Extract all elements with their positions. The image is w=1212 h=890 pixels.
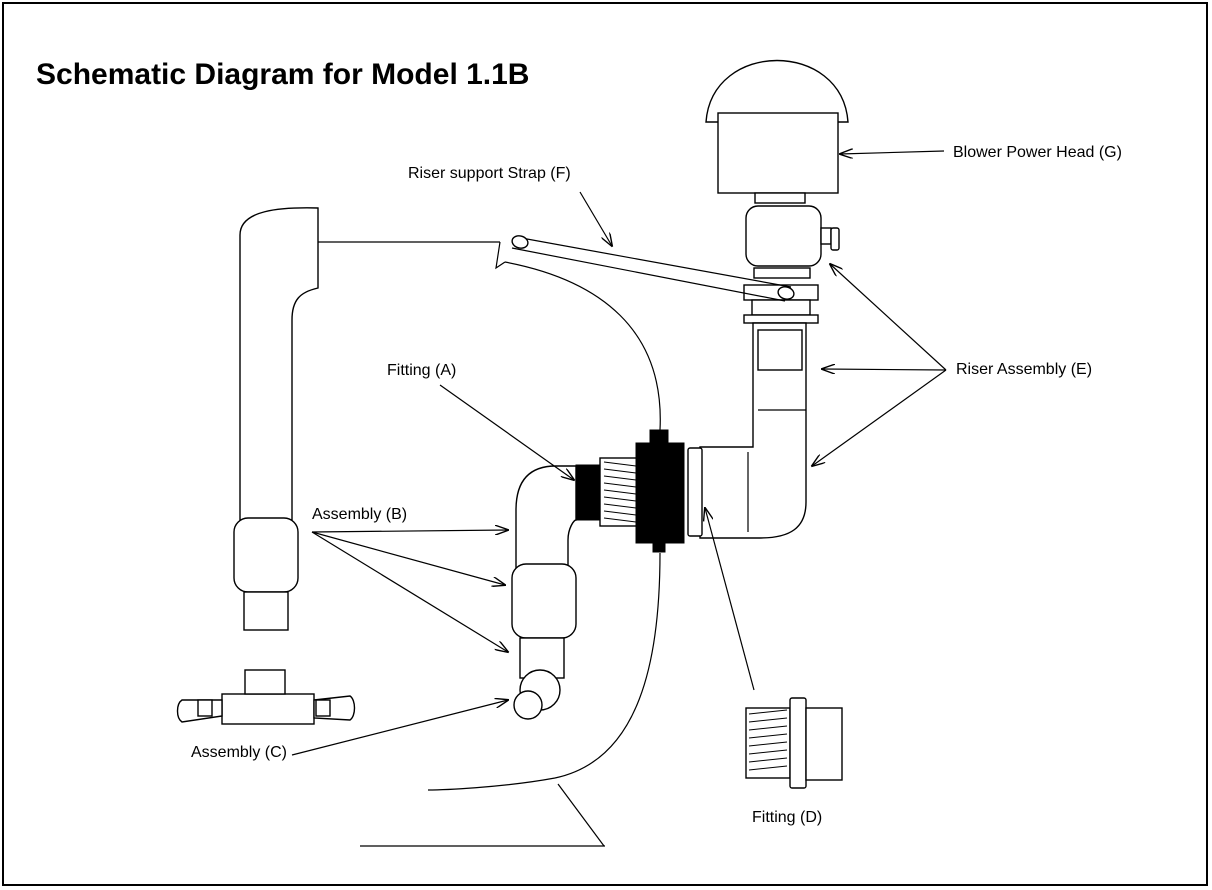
label-assembly-b: Assembly (B) (312, 506, 407, 523)
assembly-c (176, 669, 356, 725)
riser-assembly (699, 205, 840, 539)
fitting-d-exploded (745, 697, 843, 789)
label-blower-power-head: Blower Power Head (G) (953, 144, 1122, 161)
label-riser-assembly: Riser Assembly (E) (956, 361, 1092, 378)
label-fitting-a: Fitting (A) (387, 362, 456, 379)
label-fitting-d: Fitting (D) (752, 809, 822, 826)
blower-power-head (705, 59, 849, 204)
tank-outline (290, 241, 661, 847)
diagram-title: Schematic Diagram for Model 1.1B (36, 58, 530, 91)
label-riser-support-strap: Riser support Strap (F) (408, 165, 571, 182)
assembly-b-exploded (233, 207, 319, 631)
riser-support-strap (511, 235, 795, 302)
leader-arrows (291, 151, 947, 756)
label-assembly-c: Assembly (C) (191, 744, 287, 761)
pipe-coupling (575, 429, 703, 553)
assembly-b-installed (511, 465, 577, 720)
